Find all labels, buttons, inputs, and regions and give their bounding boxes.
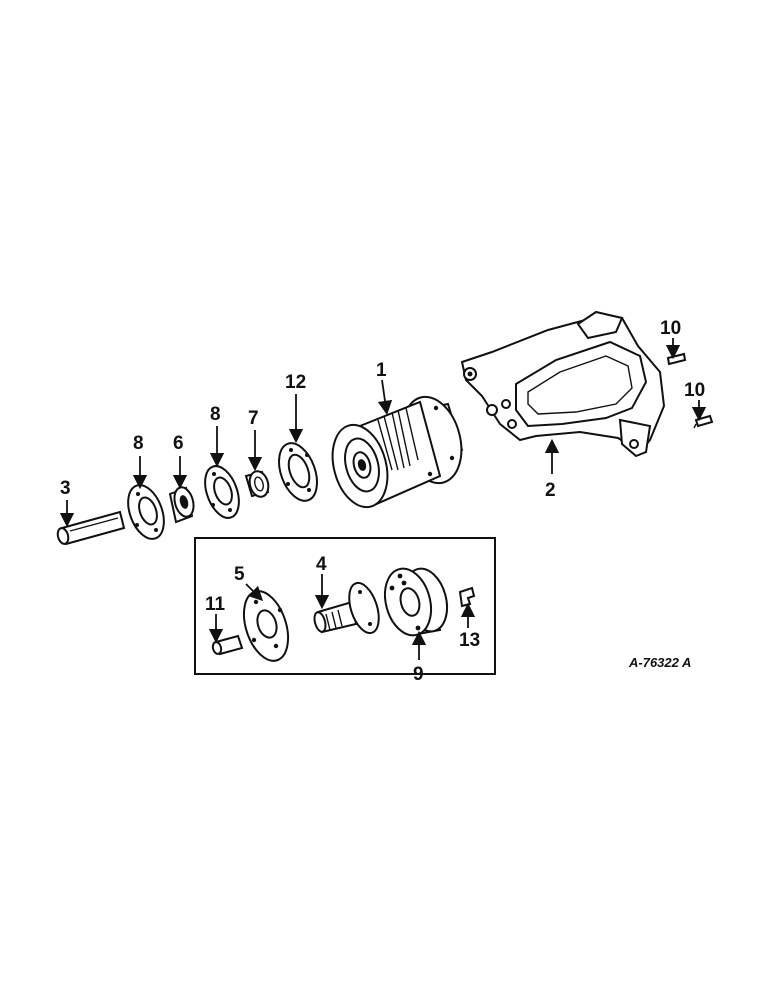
drawing-number: A-76322 A: [628, 655, 691, 670]
callout-9: 9: [413, 664, 424, 685]
fastener-part-10-lower: [693, 414, 714, 429]
gasket-part-12: [278, 442, 318, 502]
retainer-flange-part-8-right: [204, 465, 240, 519]
callout-8-left: 8: [133, 433, 144, 454]
callout-8-right: 8: [210, 404, 221, 425]
callout-3: 3: [60, 478, 71, 499]
callout-6: 6: [173, 433, 184, 454]
retainer-flange-part-8-left: [127, 484, 165, 540]
fastener-part-10-upper: [666, 352, 687, 366]
pin-part-11: [211, 634, 244, 656]
callout-7: 7: [248, 408, 259, 429]
leader-lines: [59, 338, 707, 660]
callout-1: 1: [376, 360, 387, 381]
hub-part-4: [313, 581, 380, 635]
callout-2: 2: [545, 480, 556, 501]
clip-part-13: [458, 586, 476, 608]
callout-4: 4: [316, 554, 327, 575]
bearing-part-6: [168, 486, 195, 524]
callout-10-upper: 10: [660, 318, 681, 339]
housing-part-2: [460, 310, 666, 458]
pin-part-3: [56, 510, 126, 546]
flange-plate-part-5: [242, 590, 290, 662]
alternate-parts-box: [194, 537, 496, 675]
seal-part-7: [244, 470, 270, 498]
callout-13: 13: [459, 630, 480, 651]
pulley-sheave-part-9: [383, 567, 449, 637]
callout-11: 11: [205, 594, 226, 615]
pulley-part-1: [331, 395, 464, 509]
callout-10-lower: 10: [684, 380, 705, 401]
callout-12: 12: [285, 372, 306, 393]
callout-5: 5: [234, 564, 245, 585]
